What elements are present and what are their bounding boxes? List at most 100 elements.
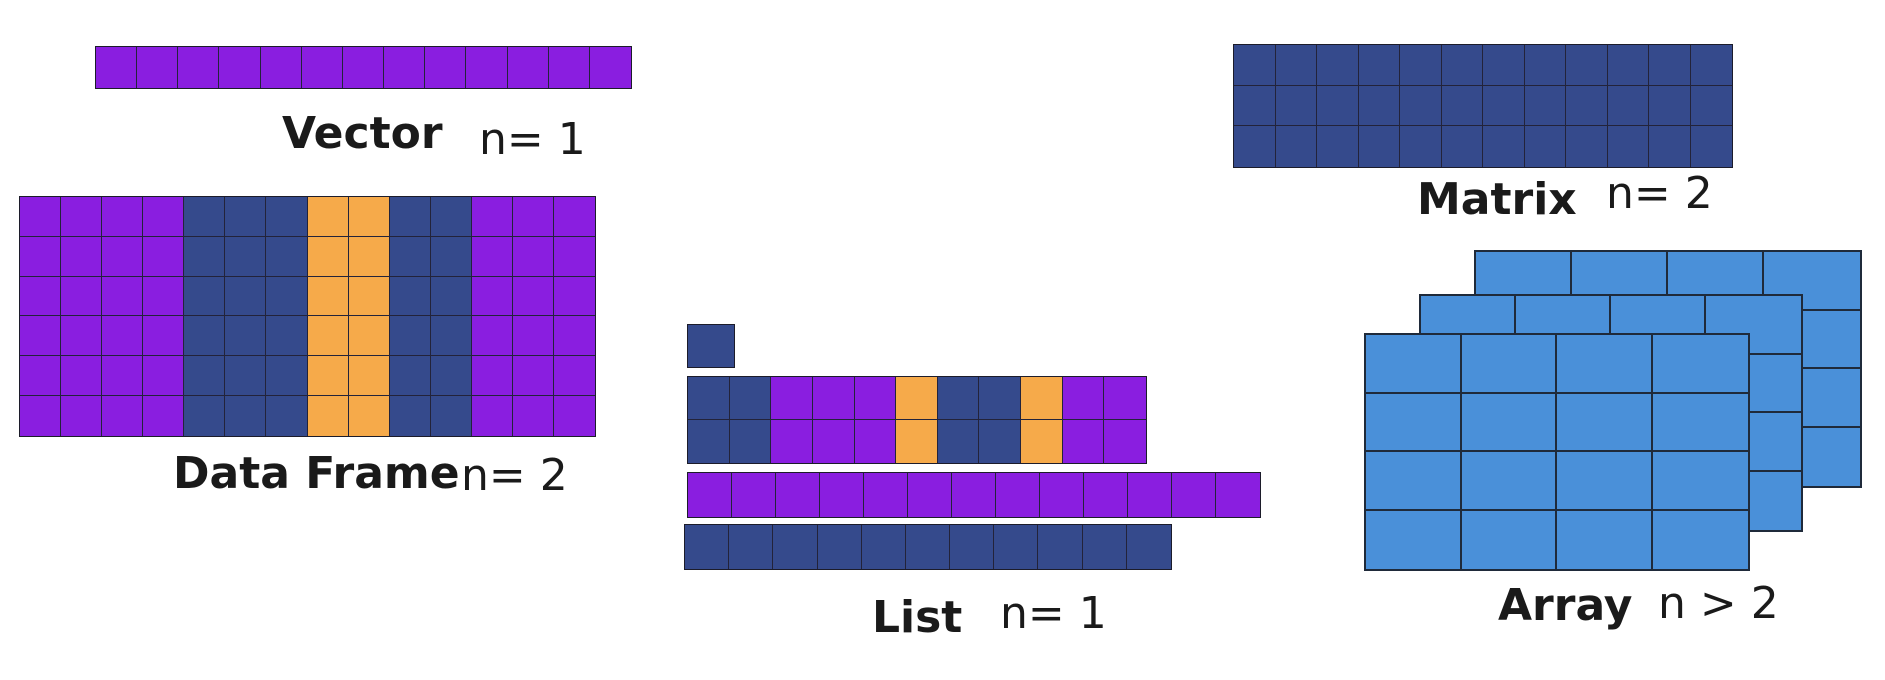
vector-cell xyxy=(178,47,220,88)
list-item-1-grid xyxy=(687,324,735,368)
matrix-cell xyxy=(1275,45,1317,86)
array-cell xyxy=(1706,413,1801,472)
matrix-cell xyxy=(1566,85,1608,127)
list-item-2-cell xyxy=(812,420,855,463)
list-item-2-cell xyxy=(771,377,813,420)
list-item-2-cell xyxy=(729,420,772,463)
data-frame-cell xyxy=(471,276,513,317)
vector-cell xyxy=(466,47,508,88)
matrix-cell xyxy=(1690,45,1732,86)
list-item-2-cell xyxy=(1021,377,1063,420)
vector-cell xyxy=(342,47,385,88)
data-frame-cell xyxy=(184,276,226,317)
data-frame-cell xyxy=(225,276,267,317)
matrix-dimension: n= 2 xyxy=(1606,168,1713,219)
data-frame-cell xyxy=(184,356,226,397)
list-item-2-cell xyxy=(729,377,772,420)
array-cell xyxy=(1764,369,1860,428)
data-frame-label: Data Frame xyxy=(173,448,460,499)
list-item-3-grid xyxy=(687,472,1261,518)
list-item-3-cell xyxy=(908,473,952,517)
matrix-cell xyxy=(1483,45,1525,86)
data-frame-cell xyxy=(389,356,431,397)
data-frame-cell xyxy=(184,197,226,237)
data-frame-cell xyxy=(143,396,185,436)
list-item-4-cell xyxy=(950,525,995,569)
list-item-3-cell xyxy=(732,473,776,517)
data-frame-cell xyxy=(20,356,62,397)
data-frame-cell xyxy=(430,236,472,277)
matrix-cell xyxy=(1275,126,1317,167)
data-frame-cell xyxy=(266,197,308,237)
matrix-cell xyxy=(1649,45,1691,86)
data-frame-cell xyxy=(20,316,62,357)
data-frame-cell xyxy=(430,197,472,237)
matrix-cell xyxy=(1234,126,1276,167)
data-frame-cell xyxy=(348,276,390,317)
data-frame-cell xyxy=(389,396,431,436)
list-item-2-cell xyxy=(1062,377,1105,420)
data-frame-cell xyxy=(389,316,431,357)
list-item-4-cell xyxy=(1038,525,1083,569)
matrix-cell xyxy=(1358,85,1400,127)
matrix-cell xyxy=(1566,126,1608,167)
array-cell xyxy=(1462,510,1557,569)
matrix-cell xyxy=(1317,45,1359,86)
data-frame-cell xyxy=(61,236,103,277)
list-item-4-grid xyxy=(684,524,1172,570)
list-item-2-cell xyxy=(1062,420,1105,463)
list-item-2-cell xyxy=(854,420,897,463)
matrix-cell xyxy=(1317,126,1359,167)
matrix-cell xyxy=(1690,126,1732,167)
data-frame-cell xyxy=(102,356,144,397)
data-frame-cell xyxy=(389,276,431,317)
vector-cell xyxy=(137,47,179,88)
data-frame-dimension: n= 2 xyxy=(461,450,568,501)
data-frame-cell xyxy=(307,197,349,237)
list-item-3-cell xyxy=(864,473,908,517)
list-item-2-cell xyxy=(937,377,980,420)
data-frame-cell xyxy=(102,396,144,436)
list-item-4-cell xyxy=(817,525,862,569)
data-frame-cell xyxy=(266,236,308,277)
array-cell xyxy=(1764,252,1860,311)
data-frame-cell xyxy=(61,356,103,397)
vector-label: Vector xyxy=(282,108,443,159)
array-cell xyxy=(1652,335,1748,394)
data-frame-cell xyxy=(512,236,554,277)
data-frame-cell xyxy=(266,276,308,317)
array-cell xyxy=(1366,393,1462,452)
data-frame-cell xyxy=(348,356,390,397)
data-frame-cell xyxy=(184,236,226,277)
list-item-3-cell xyxy=(1216,473,1260,517)
matrix-cell xyxy=(1566,45,1608,86)
data-frame-cell xyxy=(143,197,185,237)
vector-cell xyxy=(548,47,590,88)
data-frame-cell xyxy=(348,236,390,277)
list-item-2-grid xyxy=(687,376,1147,464)
matrix-cell xyxy=(1649,85,1691,127)
list-item-4-cell xyxy=(729,525,774,569)
list-item-2-cell xyxy=(937,420,980,463)
matrix-cell xyxy=(1317,85,1359,127)
array-cell xyxy=(1557,510,1653,569)
data-frame-cell xyxy=(307,396,349,436)
list-item-3-cell xyxy=(952,473,996,517)
matrix-cell xyxy=(1358,45,1400,86)
matrix-cell xyxy=(1607,126,1649,167)
list-item-4-cell xyxy=(861,525,906,569)
data-frame-cell xyxy=(143,276,185,317)
data-frame-cell xyxy=(471,236,513,277)
data-frame-cell xyxy=(102,236,144,277)
data-frame-cell xyxy=(471,197,513,237)
data-frame-cell xyxy=(61,316,103,357)
list-label: List xyxy=(872,592,963,643)
list-item-2-cell xyxy=(979,420,1022,463)
matrix-cell xyxy=(1275,85,1317,127)
matrix-cell xyxy=(1649,126,1691,167)
list-item-3-cell xyxy=(1084,473,1128,517)
list-dimension: n= 1 xyxy=(1000,588,1107,639)
array-cell xyxy=(1653,511,1749,570)
list-item-2-cell xyxy=(854,377,897,420)
matrix-cell xyxy=(1441,45,1483,86)
